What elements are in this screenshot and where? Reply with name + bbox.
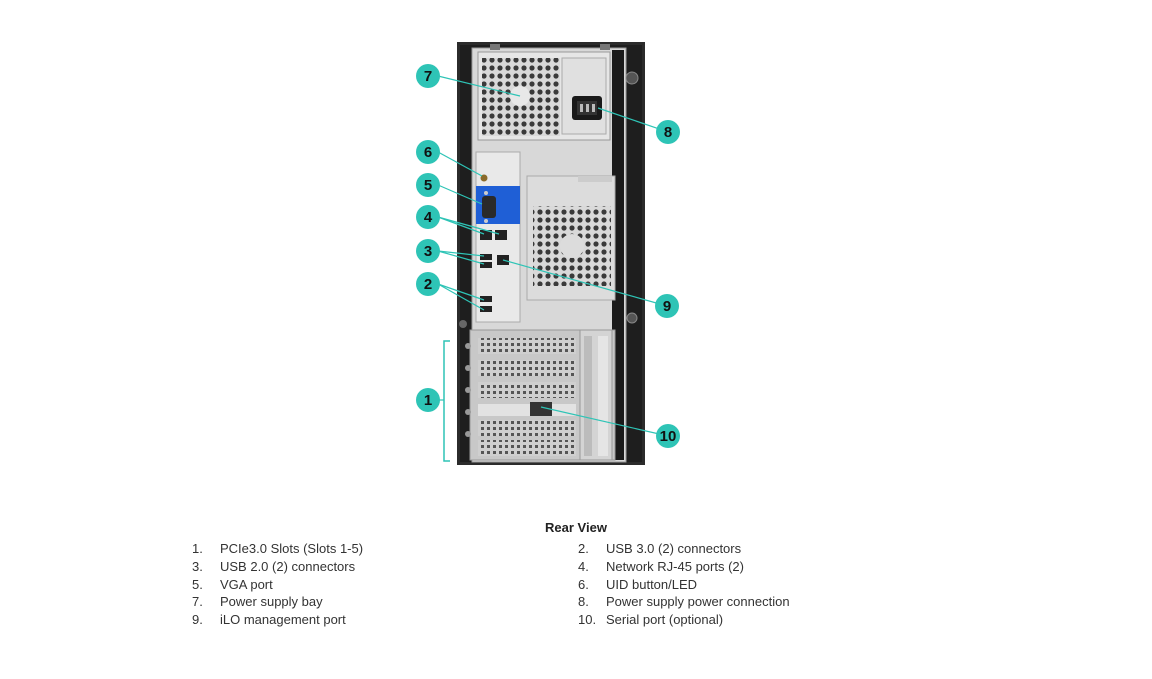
legend-label: iLO management port [220, 612, 346, 628]
callout-10: 10 [656, 424, 680, 448]
legend-item: 3. USB 2.0 (2) connectors [192, 558, 363, 576]
legend-number: 2. [578, 541, 589, 556]
legend-label: USB 3.0 (2) connectors [606, 541, 742, 556]
svg-text:7: 7 [424, 68, 432, 85]
svg-text:8: 8 [664, 124, 672, 141]
io-panel [475, 151, 521, 323]
usb2-port-icon [480, 262, 492, 268]
callout-9: 9 [655, 294, 679, 318]
svg-text:3: 3 [424, 243, 432, 260]
svg-text:10: 10 [660, 428, 677, 445]
legend-right-column: 2. USB 3.0 (2) connectors 4. Network RJ-45… [578, 540, 790, 629]
pcie-slot [478, 404, 576, 416]
svg-text:2: 2 [424, 276, 432, 293]
legend-item: 4. Network RJ-45 ports (2) [578, 558, 790, 576]
pcie-slot [478, 360, 576, 376]
legend-item: 2. USB 3.0 (2) connectors [578, 540, 790, 558]
callout-4: 4 [416, 205, 440, 229]
usb3-port-icon [480, 306, 492, 312]
pcie-slot [478, 338, 576, 354]
legend-item: 6. UID button/LED [578, 576, 790, 594]
legend-item: 7. Power supply bay [192, 593, 363, 611]
pcie-slot [478, 440, 576, 456]
svg-text:5: 5 [424, 177, 432, 194]
usb3-port-icon [480, 296, 492, 302]
legend-item: 8. Power supply power connection [578, 593, 790, 611]
callout-6: 6 [416, 140, 440, 164]
server-rear-view-diagram: 1 2 3 4 5 6 7 8 9 10 [416, 42, 680, 465]
svg-text:6: 6 [424, 144, 432, 161]
legend-number: 3. [192, 558, 203, 574]
callout-3: 3 [416, 239, 440, 263]
fan-grille [526, 175, 616, 301]
callout-2: 2 [416, 272, 440, 296]
slot-bracket [443, 340, 450, 462]
svg-text:1: 1 [424, 392, 432, 409]
legend-label: UID button/LED [606, 576, 698, 592]
leader-lines [437, 75, 669, 437]
callout-1: 1 [416, 388, 440, 412]
rj45-port-icon [495, 230, 507, 240]
legend-label: Power supply bay [220, 594, 323, 610]
legend-number: 6. [578, 576, 589, 592]
serial-port-icon [530, 402, 552, 416]
legend-label: USB 2.0 (2) connectors [220, 558, 356, 574]
legend-label: PCIe3.0 Slots (Slots 1-5) [220, 541, 364, 556]
callout-8: 8 [656, 120, 680, 144]
legend-label: VGA port [220, 576, 273, 592]
legend-item: 9. iLO management port [192, 611, 363, 629]
pcie-slot [478, 420, 576, 436]
vga-port-icon [482, 196, 496, 218]
legend-number: 10. [578, 612, 597, 628]
legend-number: 7. [192, 594, 203, 610]
legend-item: 1. PCIe3.0 Slots (Slots 1-5) [192, 540, 363, 558]
pcie-slot-area [465, 329, 616, 461]
usb2-port-icon [480, 254, 492, 260]
power-connector [572, 96, 602, 120]
legend-number: 8. [578, 594, 589, 610]
diagram-caption: Rear View [545, 520, 607, 535]
legend-label: Serial port (optional) [606, 612, 724, 628]
svg-text:9: 9 [663, 298, 671, 315]
legend-number: 1. [192, 541, 203, 556]
callout-5: 5 [416, 173, 440, 197]
svg-text:4: 4 [424, 209, 433, 226]
legend-number: 4. [578, 558, 589, 574]
legend-left-column: 1. PCIe3.0 Slots (Slots 1-5) 3. USB 2.0 (2… [192, 540, 363, 629]
callout-7: 7 [416, 64, 440, 88]
legend-item: 5. VGA port [192, 576, 363, 594]
legend-label: Power supply power connection [606, 594, 790, 610]
legend-label: Network RJ-45 ports (2) [606, 558, 744, 574]
legend-item: 10. Serial port (optional) [578, 611, 790, 629]
legend-number: 9. [192, 612, 203, 628]
uid-led-icon [480, 174, 488, 182]
legend-number: 5. [192, 576, 203, 592]
pcie-slot [478, 382, 576, 398]
callouts: 1 2 3 4 5 6 7 8 9 10 [416, 64, 680, 448]
rj45-port-icon [480, 230, 492, 240]
